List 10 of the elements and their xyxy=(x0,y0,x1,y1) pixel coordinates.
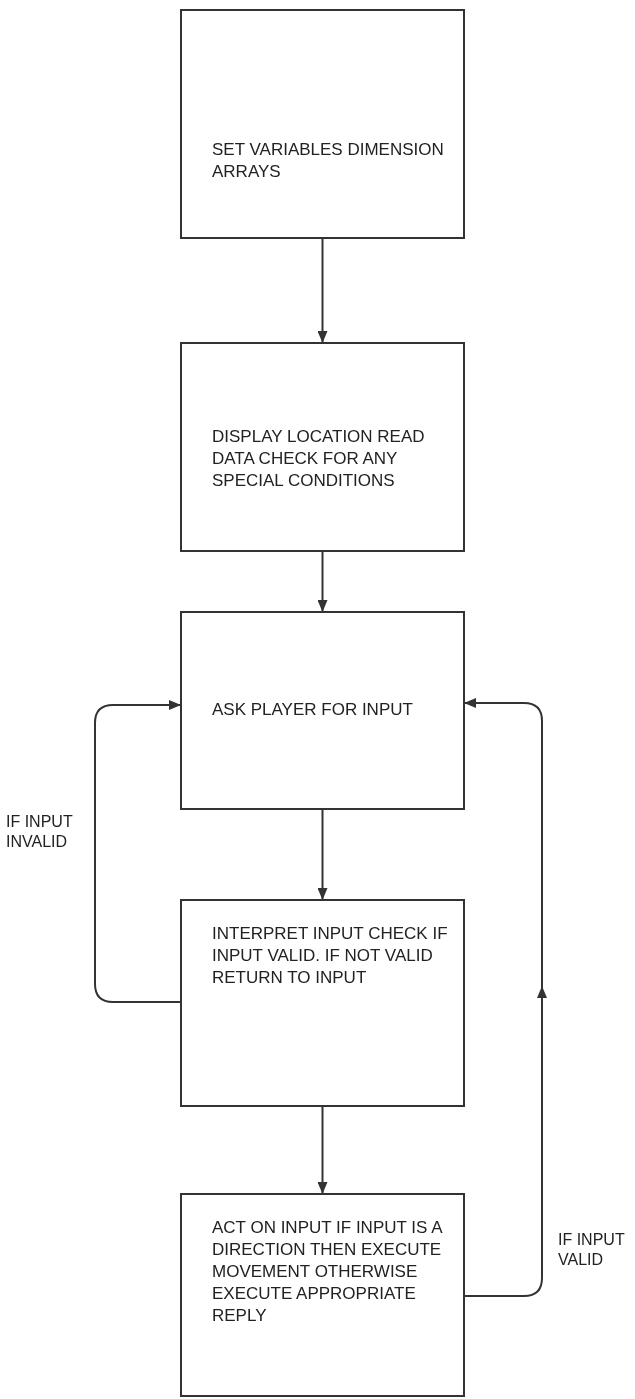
process-box xyxy=(180,611,465,810)
process-box xyxy=(180,342,465,552)
process-box xyxy=(180,1193,465,1397)
box-text: SET VARIABLES DIMENSION ARRAYS xyxy=(212,139,445,183)
process-box xyxy=(180,899,465,1107)
box-text: DISPLAY LOCATION READ DATA CHECK FOR ANY SPECIAL CONDITIONS xyxy=(212,426,426,492)
box-text: INTERPRET INPUT CHECK IF INPUT VALID. IF NOT VALID RETURN TO INPUT xyxy=(212,923,449,989)
box-text: ASK PLAYER FOR INPUT xyxy=(212,699,414,721)
box-text: ACT ON INPUT IF INPUT IS A DIRECTION THEN EXECUTE MOVEMENT OTHERWISE EXECUTE APPROPRIATE REPLY xyxy=(212,1217,444,1327)
process-box xyxy=(180,9,465,239)
